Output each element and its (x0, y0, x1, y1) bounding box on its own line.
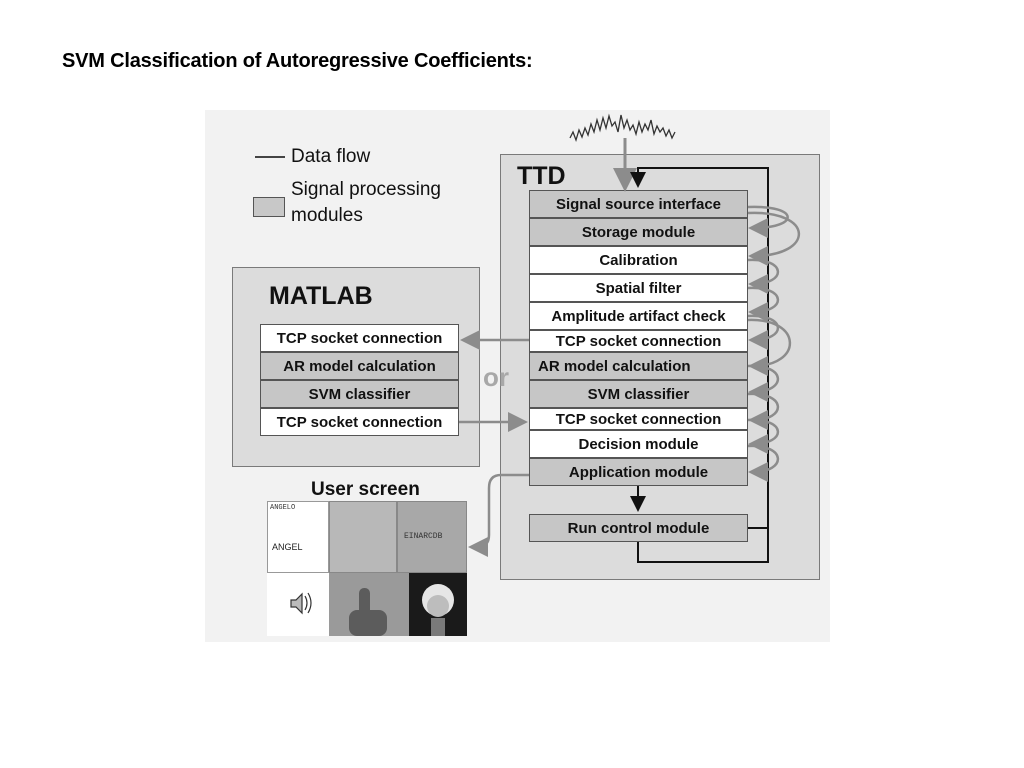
ttd-module-ar-model: AR model calculation (529, 352, 748, 380)
ttd-module-run-control: Run control module (529, 514, 748, 542)
matlab-title: MATLAB (269, 282, 373, 310)
ttd-module-tcp-socket-2: TCP socket connection (529, 408, 748, 430)
ttd-module-svm-classifier: SVM classifier (529, 380, 748, 408)
ttd-title: TTD (517, 162, 566, 190)
connector-overlay (290, 113, 801, 636)
user-screen-title: User screen (311, 479, 420, 500)
ttd-module-calibration: Calibration (529, 246, 748, 274)
matlab-module-svm-classifier: SVM classifier (260, 380, 459, 408)
matlab-module-tcp-socket-2: TCP socket connection (260, 408, 459, 436)
user-screen-typed-word: ANGEL (272, 542, 303, 552)
user-screen-letters-cell: EINARCDB (397, 501, 467, 573)
run-control-loop-top (630, 167, 769, 528)
ttd-module-decision: Decision module (529, 430, 748, 458)
legend-data-flow-line (255, 156, 285, 158)
ttd-module-amplitude-artifact: Amplitude artifact check (529, 302, 748, 330)
matlab-module-ar-model: AR model calculation (260, 352, 459, 380)
user-screen-blank-cell (329, 501, 397, 573)
ttd-module-tcp-socket-1: TCP socket connection (529, 330, 748, 352)
or-label: or (483, 362, 509, 392)
application-to-screen-arrow (468, 473, 529, 557)
module-loop-arrows (747, 205, 801, 482)
matlab-module-tcp-socket-1: TCP socket connection (260, 324, 459, 352)
system-diagram: Data flow Signal processing modules TTD … (205, 110, 830, 642)
eeg-signal-icon (569, 113, 676, 143)
ttd-module-spatial-filter: Spatial filter (529, 274, 748, 302)
legend-data-flow-label: Data flow (291, 146, 371, 167)
user-screen-small-word: ANGELO (270, 504, 296, 512)
user-screen-letters: EINARCDB (404, 532, 443, 541)
run-control-loop-bottom (637, 527, 769, 563)
speaker-icon (290, 592, 312, 615)
ttd-module-signal-source: Signal source interface (529, 190, 748, 218)
slide-title: SVM Classification of Autoregressive Coe… (62, 50, 533, 72)
portrait-icon (422, 584, 454, 636)
legend-signal-processing-label: Signal processing (291, 179, 441, 200)
pointing-hand-icon (349, 588, 387, 636)
ttd-module-application: Application module (529, 458, 748, 486)
legend-module-swatch (253, 197, 285, 217)
ttd-module-storage: Storage module (529, 218, 748, 246)
user-screen-text-cell: ANGELO ANGEL (267, 501, 329, 573)
legend-modules-label: modules (291, 205, 363, 226)
